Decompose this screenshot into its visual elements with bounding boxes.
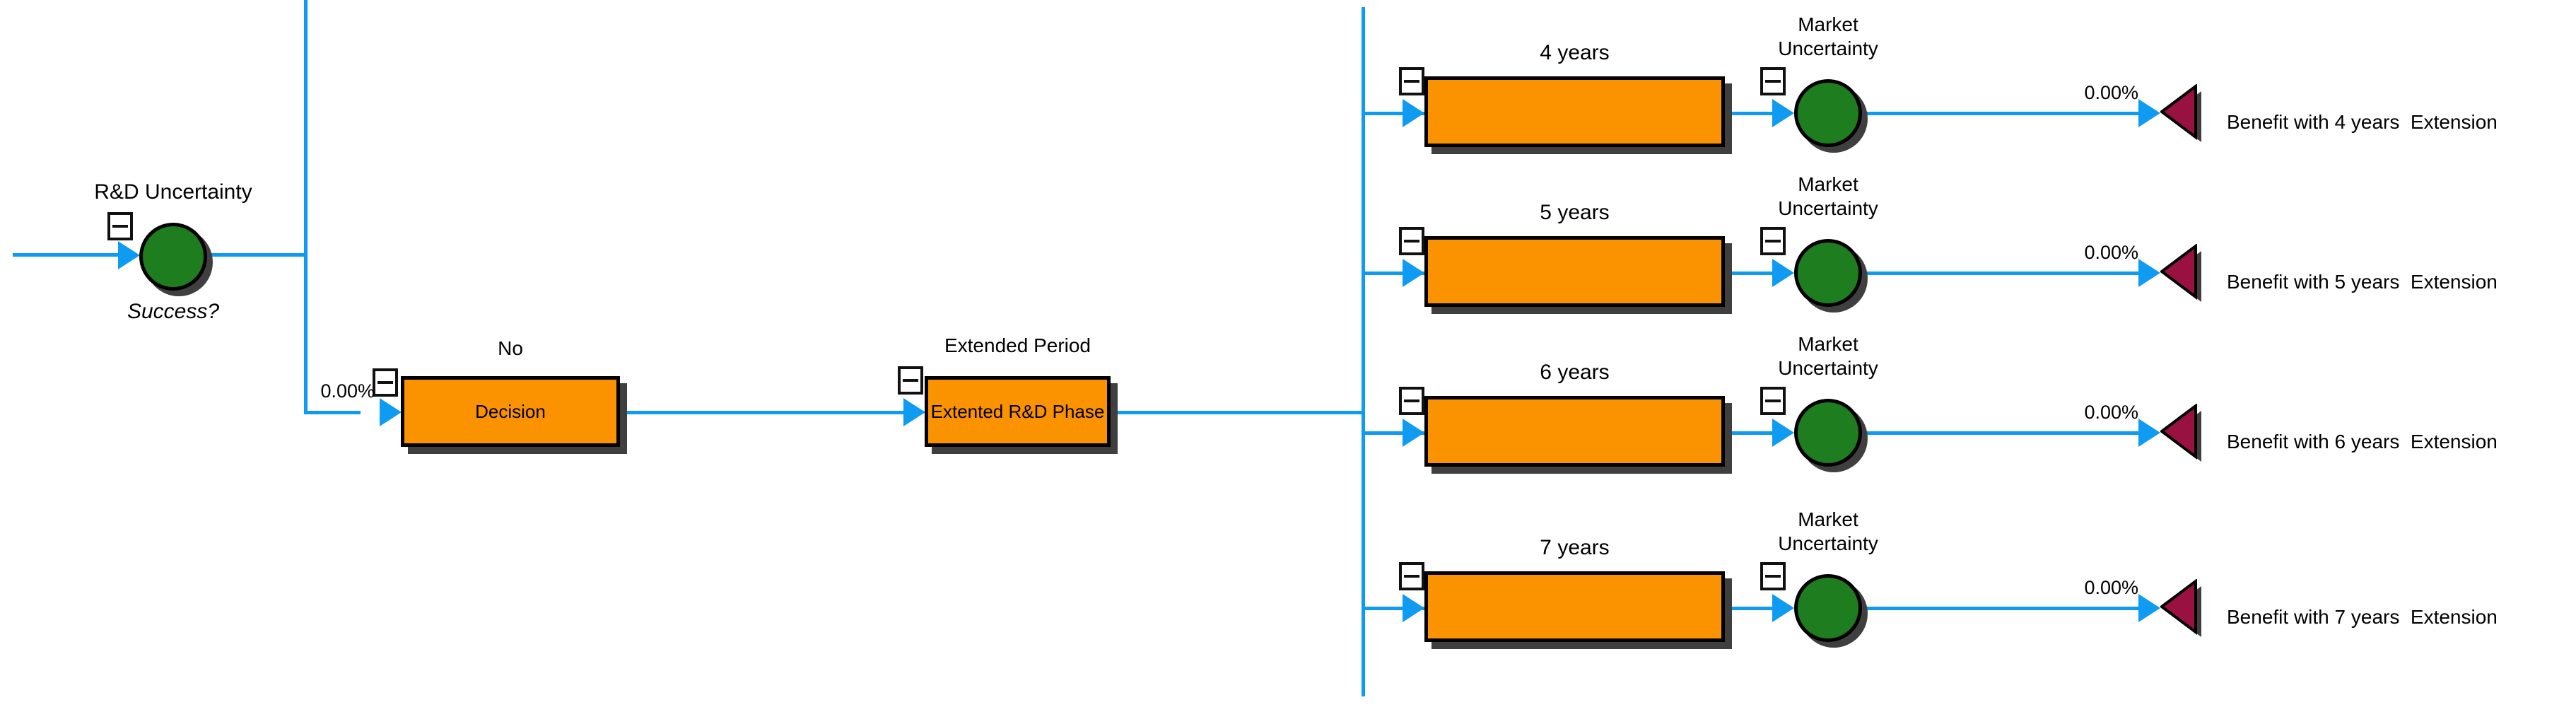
branch-probability: 0.00% xyxy=(2084,402,2138,423)
collapse-toggle-icon[interactable] xyxy=(1760,387,1786,415)
branch-label: 6 years xyxy=(1540,361,1610,384)
arrowhead-icon xyxy=(2138,594,2160,622)
branch-row-4-years: 4 years Market Uncertainty 0.00% Benefit… xyxy=(1363,13,2576,218)
terminal-label: Benefit with 4 years Extension xyxy=(2227,111,2498,133)
connector-line xyxy=(1363,431,1427,435)
root-node-label: R&D Uncertainty xyxy=(94,180,252,204)
branch-trunk-line xyxy=(1362,7,1365,696)
branch-label: 5 years xyxy=(1540,201,1610,224)
chance-node-market-uncertainty[interactable] xyxy=(1794,399,1862,467)
arrowhead-icon xyxy=(903,398,925,426)
arrowhead-icon xyxy=(380,398,402,426)
phase-node-years[interactable] xyxy=(1424,76,1725,147)
branch-label: 4 years xyxy=(1540,41,1610,64)
chance-node-label: Market Uncertainty xyxy=(1778,13,1878,59)
terminal-label: Benefit with 6 years Extension xyxy=(2227,431,2498,453)
phase-node-years[interactable] xyxy=(1424,396,1725,467)
terminal-label: Benefit with 7 years Extension xyxy=(2227,606,2498,628)
branch-probability: 0.00% xyxy=(2084,82,2138,103)
arrowhead-icon xyxy=(1403,419,1424,447)
terminal-node[interactable] xyxy=(2160,579,2204,641)
connector-line xyxy=(1859,112,2140,115)
connector-line xyxy=(1725,607,1776,610)
chance-node-label: Market Uncertainty xyxy=(1778,508,1878,554)
connector-line xyxy=(1725,272,1776,275)
connector-line xyxy=(1725,431,1776,435)
collapse-toggle-icon[interactable] xyxy=(1399,387,1424,415)
collapse-toggle-icon[interactable] xyxy=(1760,67,1786,95)
chance-node-label: Market Uncertainty xyxy=(1778,333,1878,379)
collapse-toggle-icon[interactable] xyxy=(1760,562,1786,590)
terminal-node[interactable] xyxy=(2160,84,2204,146)
arrowhead-icon xyxy=(1772,99,1794,127)
decision-node[interactable]: Decision xyxy=(401,376,620,447)
branch-trunk-line xyxy=(304,0,308,414)
connector-line xyxy=(304,411,361,414)
terminal-node[interactable] xyxy=(2160,404,2204,466)
connector-line xyxy=(13,253,119,257)
collapse-toggle-icon[interactable] xyxy=(1760,227,1786,255)
branch-label-no: No xyxy=(498,337,523,359)
connector-line xyxy=(1859,272,2140,275)
connector-line xyxy=(1859,431,2140,435)
arrowhead-icon xyxy=(1772,419,1794,447)
branch-label: 7 years xyxy=(1540,536,1610,559)
collapse-toggle-icon[interactable] xyxy=(1399,227,1424,255)
arrowhead-icon xyxy=(1772,594,1794,622)
connector-line xyxy=(207,253,306,257)
collapse-toggle-icon[interactable] xyxy=(1399,67,1424,95)
collapse-toggle-icon[interactable] xyxy=(1399,562,1424,590)
terminal-node[interactable] xyxy=(2160,244,2204,306)
arrowhead-icon xyxy=(1772,259,1794,287)
chance-node-market-uncertainty[interactable] xyxy=(1794,239,1862,307)
chance-node-market-uncertainty[interactable] xyxy=(1794,574,1862,642)
arrowhead-icon xyxy=(1403,259,1424,287)
phase-node-extended-rd[interactable]: Extented R&D Phase xyxy=(925,376,1111,447)
chance-node-market-uncertainty[interactable] xyxy=(1794,79,1862,147)
branch-probability: 0.00% xyxy=(2084,242,2138,263)
collapse-toggle-icon[interactable] xyxy=(373,368,398,397)
chance-node-rd-uncertainty[interactable] xyxy=(139,223,207,291)
connector-line xyxy=(1859,607,2140,610)
connector-line xyxy=(1363,607,1427,610)
connector-line xyxy=(620,411,905,414)
phase-node-years[interactable] xyxy=(1424,571,1725,642)
connector-line xyxy=(1363,112,1427,115)
connector-line xyxy=(1725,112,1776,115)
collapse-toggle-icon[interactable] xyxy=(898,366,923,395)
chance-node-label: Market Uncertainty xyxy=(1778,173,1878,219)
phase-node-years[interactable] xyxy=(1424,236,1725,307)
branch-label-extended-period: Extended Period xyxy=(944,334,1091,356)
branch-row-5-years: 5 years Market Uncertainty 0.00% Benefit… xyxy=(1363,173,2576,378)
arrowhead-icon xyxy=(2138,99,2160,127)
branch-row-6-years: 6 years Market Uncertainty 0.00% Benefit… xyxy=(1363,332,2576,537)
connector-line xyxy=(1363,272,1427,275)
branch-probability: 0.00% xyxy=(320,380,375,402)
root-node-question: Success? xyxy=(127,300,220,323)
arrowhead-icon xyxy=(2138,419,2160,447)
terminal-label: Benefit with 5 years Extension xyxy=(2227,271,2498,293)
arrowhead-icon xyxy=(1403,594,1424,622)
arrowhead-icon xyxy=(2138,259,2160,287)
connector-line xyxy=(1111,411,1363,414)
branch-probability: 0.00% xyxy=(2084,577,2138,598)
arrowhead-icon xyxy=(1403,99,1424,127)
arrowhead-icon xyxy=(118,241,140,269)
collapse-toggle-icon[interactable] xyxy=(107,212,133,240)
branch-row-7-years: 7 years Market Uncertainty 0.00% Benefit… xyxy=(1363,508,2576,712)
